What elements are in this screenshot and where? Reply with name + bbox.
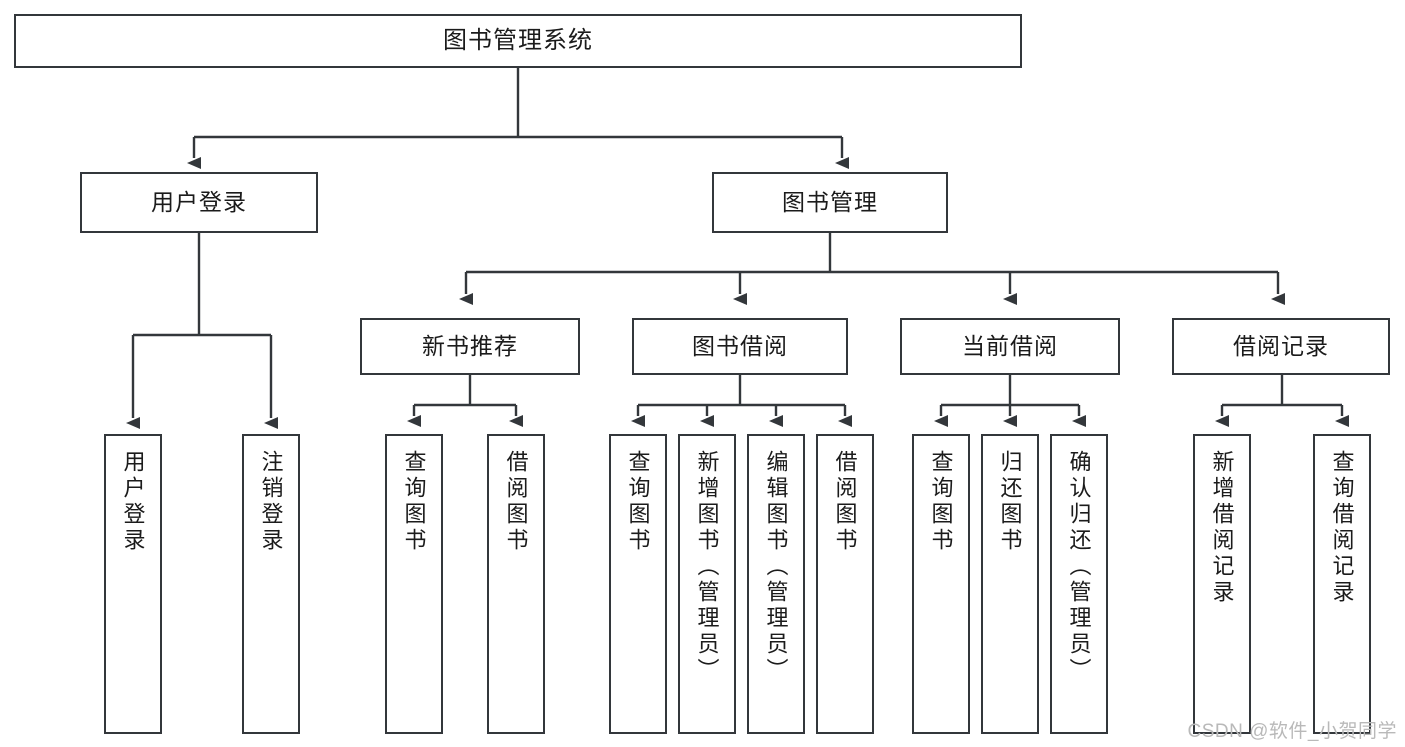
node-user-login[interactable]: 用户登录: [80, 172, 318, 233]
leaf-query-borrow-record[interactable]: 查询借阅记录: [1313, 434, 1371, 734]
node-new-book-recommend[interactable]: 新书推荐: [360, 318, 580, 375]
node-label: 图书管理: [782, 188, 878, 215]
node-label: 查询图书: [928, 450, 954, 554]
node-borrow-record[interactable]: 借阅记录: [1172, 318, 1390, 375]
node-label: 编辑图书（管理员）: [763, 450, 789, 684]
leaf-logout-login[interactable]: 注销登录: [242, 434, 300, 734]
node-label: 归还图书: [997, 450, 1023, 554]
node-book-borrow[interactable]: 图书借阅: [632, 318, 848, 375]
leaf-confirm-return-admin[interactable]: 确认归还（管理员）: [1050, 434, 1108, 734]
node-label: 新书推荐: [422, 332, 518, 359]
node-label: 借阅记录: [1233, 332, 1329, 359]
node-label: 新增图书（管理员）: [694, 450, 720, 684]
node-book-management[interactable]: 图书管理: [712, 172, 948, 233]
node-root-book-management-system[interactable]: 图书管理系统: [14, 14, 1022, 68]
leaf-borrow-book-recommend[interactable]: 借阅图书: [487, 434, 545, 734]
node-label: 当前借阅: [962, 332, 1058, 359]
leaf-add-book-admin[interactable]: 新增图书（管理员）: [678, 434, 736, 734]
leaf-return-book[interactable]: 归还图书: [981, 434, 1039, 734]
leaf-query-book-borrow[interactable]: 查询图书: [609, 434, 667, 734]
node-current-borrow[interactable]: 当前借阅: [900, 318, 1120, 375]
node-label: 新增借阅记录: [1209, 450, 1235, 606]
leaf-user-login[interactable]: 用户登录: [104, 434, 162, 734]
node-label: 注销登录: [258, 450, 284, 554]
leaf-query-book-recommend[interactable]: 查询图书: [385, 434, 443, 734]
node-label: 用户登录: [151, 188, 247, 215]
watermark-text: CSDN @软件_小贺同学: [1187, 721, 1397, 742]
leaf-edit-book-admin[interactable]: 编辑图书（管理员）: [747, 434, 805, 734]
node-label: 确认归还（管理员）: [1066, 450, 1092, 684]
node-label: 查询图书: [401, 450, 427, 554]
node-label: 图书管理系统: [443, 26, 593, 54]
node-label: 图书借阅: [692, 332, 788, 359]
node-label: 查询借阅记录: [1329, 450, 1355, 606]
leaf-borrow-book[interactable]: 借阅图书: [816, 434, 874, 734]
node-label: 借阅图书: [503, 450, 529, 554]
node-label: 用户登录: [120, 450, 146, 554]
leaf-query-book-current[interactable]: 查询图书: [912, 434, 970, 734]
node-label: 借阅图书: [832, 450, 858, 554]
node-label: 查询图书: [625, 450, 651, 554]
leaf-add-borrow-record[interactable]: 新增借阅记录: [1193, 434, 1251, 734]
